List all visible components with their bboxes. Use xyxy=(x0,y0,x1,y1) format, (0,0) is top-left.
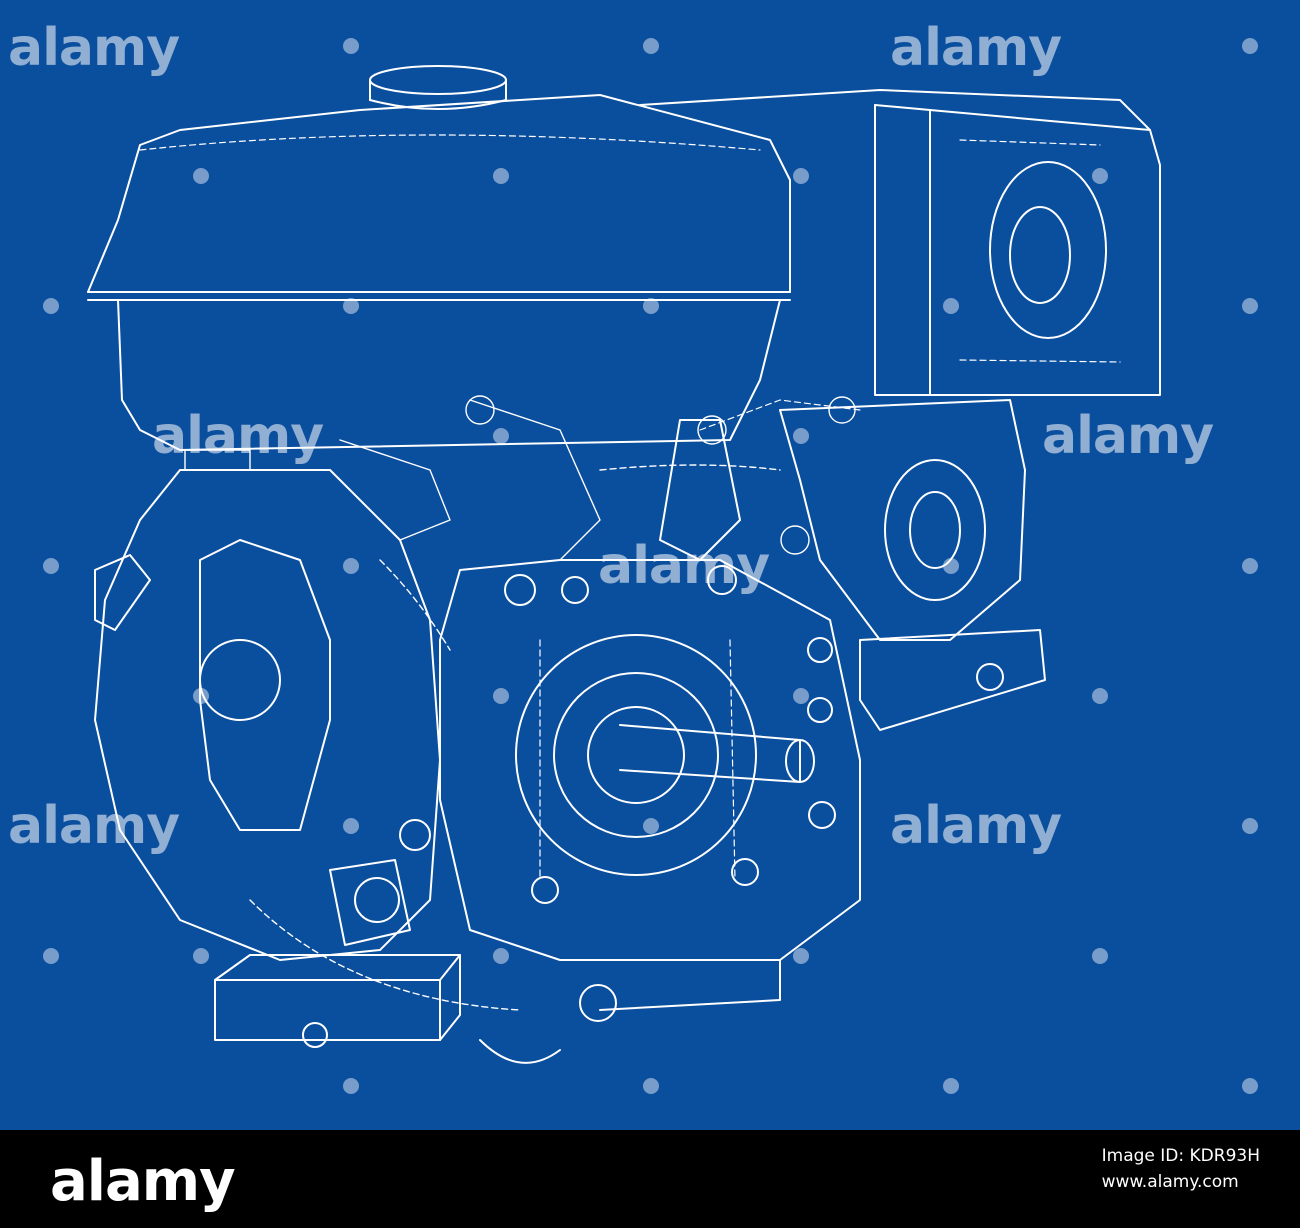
engine-wireframe xyxy=(87,65,1161,1064)
air-filter-box xyxy=(639,89,1161,396)
engine-blueprint-image: alamy alamy alamy alamy alamy alamy alam… xyxy=(0,0,1300,1130)
watermark-logo-icon xyxy=(793,948,809,964)
watermark-text: alamy xyxy=(598,536,770,596)
watermark-logo-icon xyxy=(1242,818,1258,834)
watermark-text: alamy xyxy=(8,796,180,856)
watermark-logo-icon xyxy=(493,948,509,964)
watermark-logo-icon xyxy=(1092,168,1108,184)
watermark-text: alamy xyxy=(8,18,180,78)
watermark-logo-icon xyxy=(193,948,209,964)
recoil-starter xyxy=(94,469,441,961)
watermark-logo-icon xyxy=(793,428,809,444)
footer-bar: alamy Image ID: KDR93H www.alamy.com xyxy=(0,1130,1300,1228)
watermark-logo-icon xyxy=(1092,688,1108,704)
watermark-logo-icon xyxy=(1092,948,1108,964)
fuel-tank xyxy=(87,65,791,451)
footer-logo[interactable]: alamy xyxy=(50,1149,236,1214)
watermark-logo-icon xyxy=(643,298,659,314)
watermark-text: alamy xyxy=(890,18,1062,78)
watermark-logo-icon xyxy=(493,688,509,704)
watermark-logo-icon xyxy=(943,558,959,574)
image-id-info: Image ID: KDR93H www.alamy.com xyxy=(1102,1144,1260,1195)
watermark-logo-icon xyxy=(943,1078,959,1094)
watermark-logo-icon xyxy=(193,168,209,184)
watermark-logo-icon xyxy=(493,428,509,444)
watermark-logo-icon xyxy=(793,688,809,704)
watermark-logo-icon xyxy=(193,688,209,704)
site-link[interactable]: www.alamy.com xyxy=(1101,1171,1239,1192)
watermark-logo-icon xyxy=(793,168,809,184)
watermark-logo-icon xyxy=(1242,38,1258,54)
watermark-logo-icon xyxy=(343,38,359,54)
watermark-text: alamy xyxy=(152,406,324,466)
watermark-text: alamy xyxy=(1042,406,1214,466)
watermark-logo-icon xyxy=(1242,558,1258,574)
watermark-logo-icon xyxy=(943,298,959,314)
watermark-logo-icon xyxy=(493,168,509,184)
watermark-logo-icon xyxy=(643,818,659,834)
watermark-logo-icon xyxy=(643,38,659,54)
watermark-text: alamy xyxy=(890,796,1062,856)
image-id-label: Image ID: KDR93H xyxy=(1101,1146,1260,1166)
watermark-logo-icon xyxy=(1242,298,1258,314)
mounting-base xyxy=(214,954,781,1064)
watermark-logo-icon xyxy=(1242,1078,1258,1094)
watermark-logo-icon xyxy=(343,298,359,314)
watermark-logo-icon xyxy=(343,1078,359,1094)
crankcase xyxy=(399,559,861,961)
watermark-logo-icon xyxy=(643,1078,659,1094)
linkage-details xyxy=(184,395,856,1011)
watermark-logo-icon xyxy=(343,558,359,574)
watermark-logo-icon xyxy=(43,558,59,574)
watermark-logo-icon xyxy=(43,948,59,964)
cylinder-head xyxy=(659,399,1046,731)
watermark-logo-icon xyxy=(343,818,359,834)
watermark-logo-icon xyxy=(43,298,59,314)
